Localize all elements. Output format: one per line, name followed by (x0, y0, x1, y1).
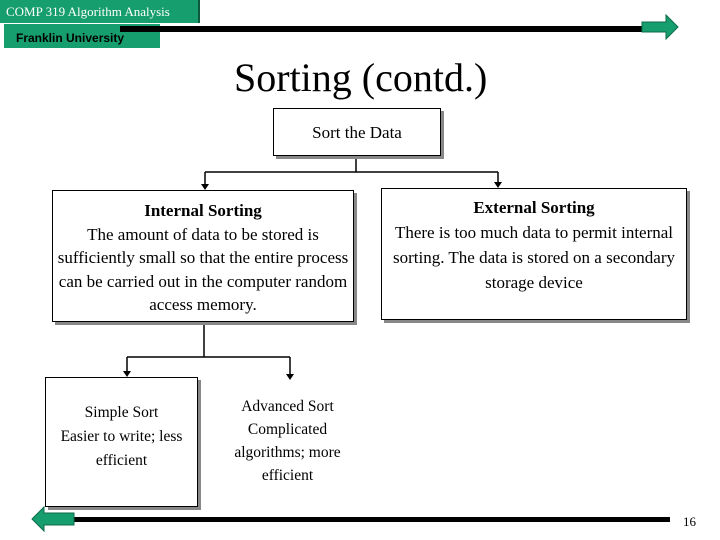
bottom-rule (74, 517, 670, 522)
node-internal-sorting: Internal Sorting The amount of data to b… (52, 190, 354, 322)
internal-sorting-body: The amount of data to be stored is suffi… (57, 224, 349, 315)
advanced-sort-heading: Advanced Sort (241, 398, 334, 415)
next-arrow-icon[interactable] (641, 13, 679, 41)
simple-sort-heading: Simple Sort (84, 404, 159, 421)
slide-title: Sorting (contd.) (234, 55, 488, 100)
simple-sort-body: Easier to write; less efficient (60, 428, 183, 469)
course-label: COMP 319 Algorithm Analysis (0, 0, 200, 23)
root-node-label: Sort the Data (312, 123, 402, 142)
page-number: 16 (683, 514, 696, 529)
root-node-sort-the-data: Sort the Data (273, 108, 441, 156)
internal-sorting-heading: Internal Sorting (144, 201, 262, 220)
node-simple-sort: Simple Sort Easier to write; less effici… (45, 377, 198, 507)
external-sorting-body: There is too much data to permit interna… (392, 223, 675, 292)
arrowhead-external (494, 182, 502, 188)
node-external-sorting: External Sorting There is too much data … (381, 188, 687, 320)
prev-arrow-icon[interactable] (31, 505, 75, 533)
node-advanced-sort: Advanced Sort Complicated algorithms; mo… (226, 380, 349, 508)
arrowhead-internal (201, 184, 209, 190)
arrowhead-advanced (286, 374, 294, 380)
top-rule (120, 26, 642, 32)
connector-root-to-children (204, 156, 499, 185)
external-sorting-heading: External Sorting (473, 198, 595, 217)
arrowhead-simple (123, 371, 131, 377)
advanced-sort-body: Complicated algorithms; more efficient (234, 421, 341, 484)
connector-internal-to-children (126, 322, 291, 375)
